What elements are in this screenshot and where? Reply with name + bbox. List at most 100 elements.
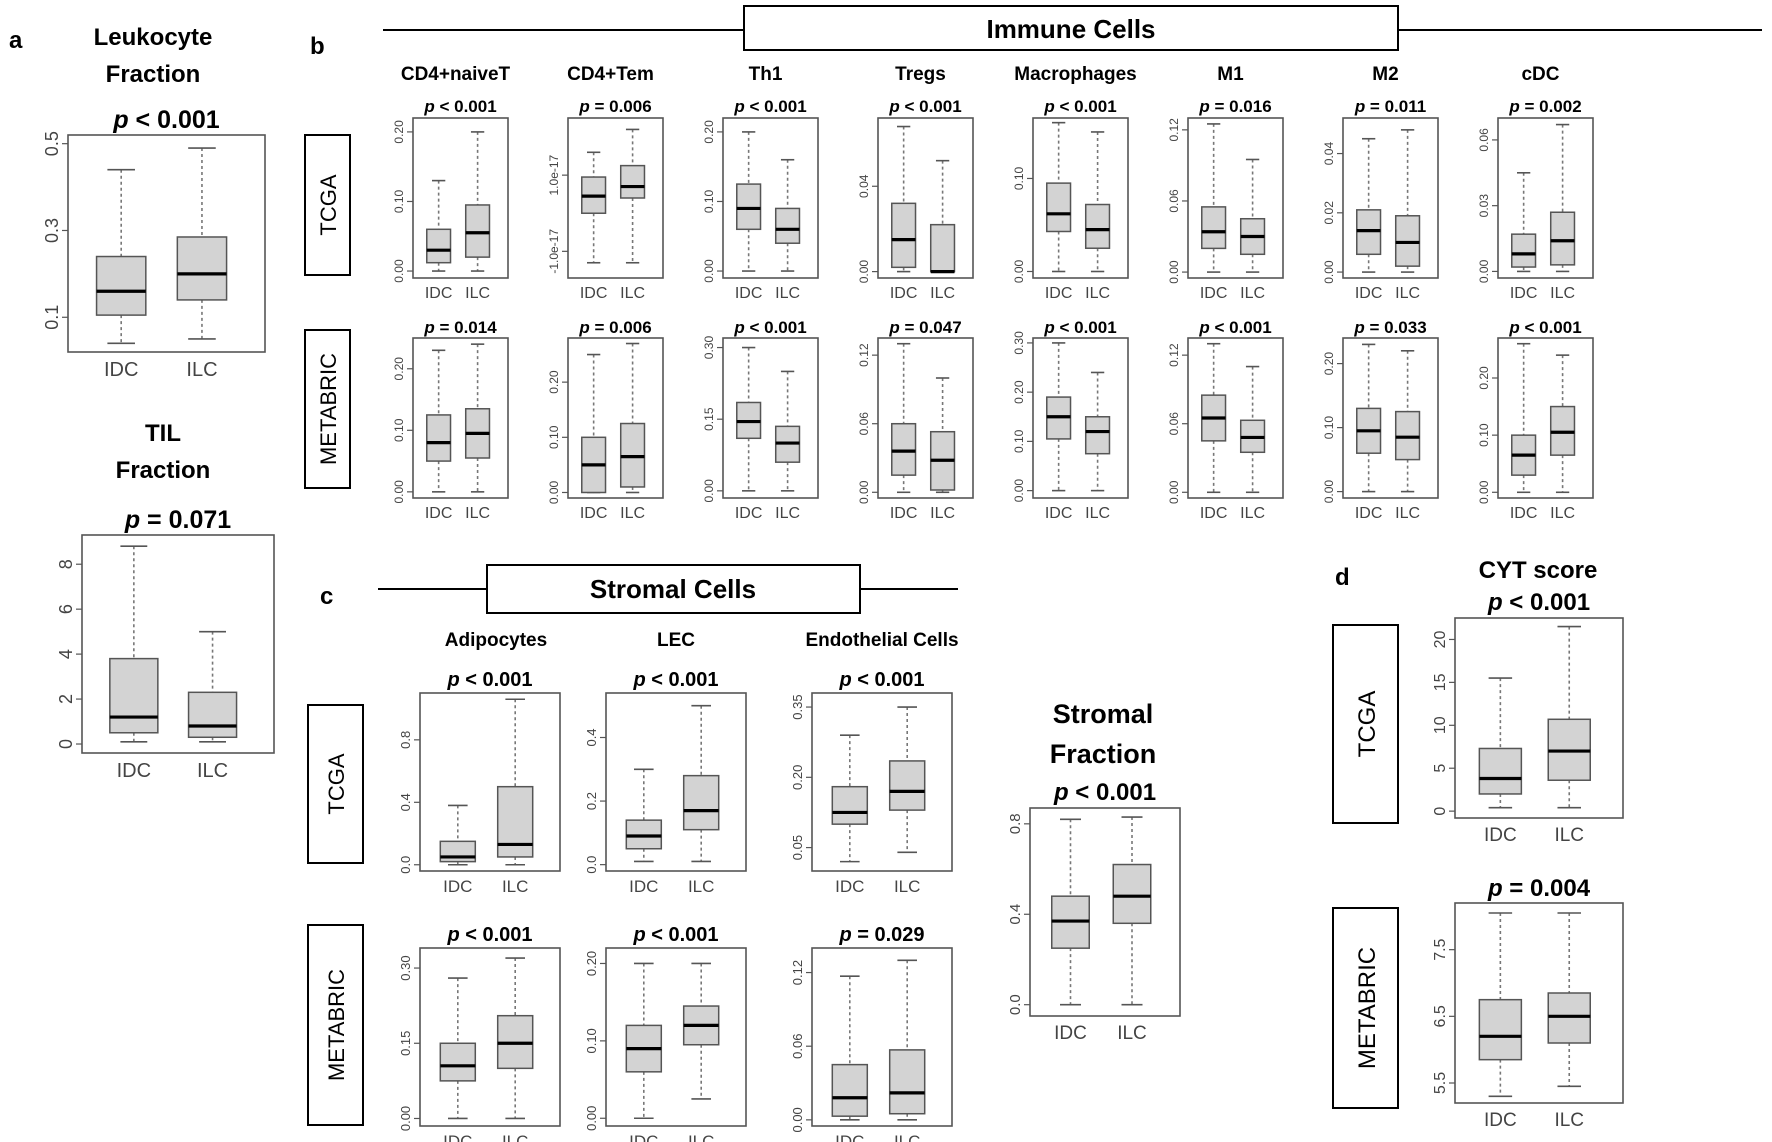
plot-frame <box>605 947 747 1127</box>
y-tick-label: -1.0e-17 <box>547 229 561 274</box>
iqr-box <box>1201 206 1227 250</box>
y-tick-label: 0.10 <box>392 189 406 213</box>
y-tick-label: 0.06 <box>1167 189 1181 213</box>
y-tick-label: 0.20 <box>392 120 406 144</box>
box-ilc: ILC <box>187 630 238 782</box>
category-label: IDC <box>629 1132 658 1142</box>
y-tick-label: 5 <box>1432 764 1449 773</box>
p-value-label: p = 0.004 <box>1487 875 1591 902</box>
iqr-box <box>831 785 869 825</box>
plot-frame <box>81 534 275 754</box>
box-ilc: ILC <box>619 342 646 522</box>
box-ilc: ILC <box>1547 912 1591 1131</box>
plot-frame <box>67 134 266 353</box>
immune-header: Immune Cells <box>986 14 1155 44</box>
y-tick-label: 0.30 <box>702 336 716 360</box>
row-label-tcga-c: TCGA <box>307 704 364 864</box>
iqr-box <box>888 760 926 811</box>
column-title: Macrophages <box>1014 64 1136 85</box>
plot-frame <box>811 947 953 1127</box>
category-label: ILC <box>688 1132 714 1142</box>
iqr-box <box>95 255 147 316</box>
panel-label-c: c <box>320 583 333 610</box>
column-title: CD4+Tem <box>567 64 654 85</box>
plot-frame <box>1187 117 1284 279</box>
p-value-label: p < 0.001 <box>1043 97 1116 116</box>
y-tick-label: 0.00 <box>584 1106 599 1131</box>
y-tick-label: 0.00 <box>702 259 716 283</box>
box-ilc: ILC <box>774 158 801 302</box>
box-idc: IDC <box>580 151 608 302</box>
p-value-label: p < 0.001 <box>632 924 718 946</box>
box-ilc: ILC <box>1549 123 1576 302</box>
iqr-box <box>1084 416 1111 455</box>
box-idc: IDC <box>580 353 607 522</box>
box-ilc: ILC <box>1112 816 1152 1044</box>
y-tick-label: 0.8 <box>1007 813 1024 834</box>
plot-frame <box>419 947 561 1127</box>
y-tick-label: 0.00 <box>392 259 406 283</box>
y-tick-label: 0.12 <box>1167 343 1181 367</box>
y-tick-label: 0.06 <box>1477 128 1491 152</box>
column-title: Endothelial Cells <box>805 630 958 651</box>
box-ilc: ILC <box>888 959 926 1142</box>
box-ilc: ILC <box>682 704 720 896</box>
category-label: IDC <box>443 877 472 896</box>
plot-frame <box>419 692 561 872</box>
box-ilc: ILC <box>929 377 956 522</box>
category-label: IDC <box>1355 285 1383 302</box>
box-ilc: ILC <box>496 698 534 896</box>
category-label: IDC <box>425 505 453 522</box>
y-tick-label: 0.12 <box>790 960 805 985</box>
y-tick-label: 0.3 <box>42 218 62 243</box>
box-idc: IDC <box>1478 912 1523 1131</box>
y-tick-label: 0.20 <box>702 120 716 144</box>
category-label: IDC <box>580 285 608 302</box>
category-label: ILC <box>1085 285 1110 302</box>
y-tick-label: 0.30 <box>1012 331 1026 355</box>
category-label: ILC <box>465 505 490 522</box>
box-idc: IDC <box>735 346 762 522</box>
box-idc: IDC <box>735 131 762 302</box>
box-idc: IDC <box>439 977 477 1142</box>
y-tick-label: 0.00 <box>1477 480 1491 504</box>
iqr-box <box>496 785 534 858</box>
y-tick-label: 0.20 <box>392 357 406 381</box>
svg-text:TCGA: TCGA <box>324 753 349 814</box>
p-value-label: p = 0.014 <box>423 318 497 337</box>
y-tick-label: 0.10 <box>584 1028 599 1053</box>
iqr-box <box>891 202 917 269</box>
plot-frame <box>1497 337 1594 499</box>
til-title-line2: Fraction <box>116 457 211 484</box>
column-title: Th1 <box>749 64 783 85</box>
box-ilc: ILC <box>1084 131 1111 302</box>
iqr-box <box>109 657 159 734</box>
category-label: IDC <box>1510 505 1538 522</box>
cyt-title: CYT score <box>1479 557 1598 584</box>
box-idc: IDC <box>425 349 453 522</box>
y-tick-label: 0.10 <box>1012 166 1026 190</box>
y-tick-label: 4 <box>56 649 76 659</box>
y-tick-label: 8 <box>56 559 76 569</box>
y-tick-label: 0.03 <box>1477 194 1491 218</box>
y-tick-label: 0.10 <box>547 425 561 449</box>
y-tick-label: 2 <box>56 694 76 704</box>
y-tick-label: 0.00 <box>398 1106 413 1131</box>
box-idc: IDC <box>1510 342 1538 522</box>
svg-text:TCGA: TCGA <box>316 174 341 235</box>
plot-frame <box>877 117 974 279</box>
category-label: IDC <box>1510 285 1538 302</box>
box-idc: IDC <box>1355 343 1382 522</box>
y-tick-label: 0.10 <box>702 189 716 213</box>
y-tick-label: 0.0 <box>1007 994 1024 1015</box>
iqr-box <box>426 414 452 462</box>
plot-frame <box>605 692 747 872</box>
stromal-header: Stromal Cells <box>590 574 756 604</box>
